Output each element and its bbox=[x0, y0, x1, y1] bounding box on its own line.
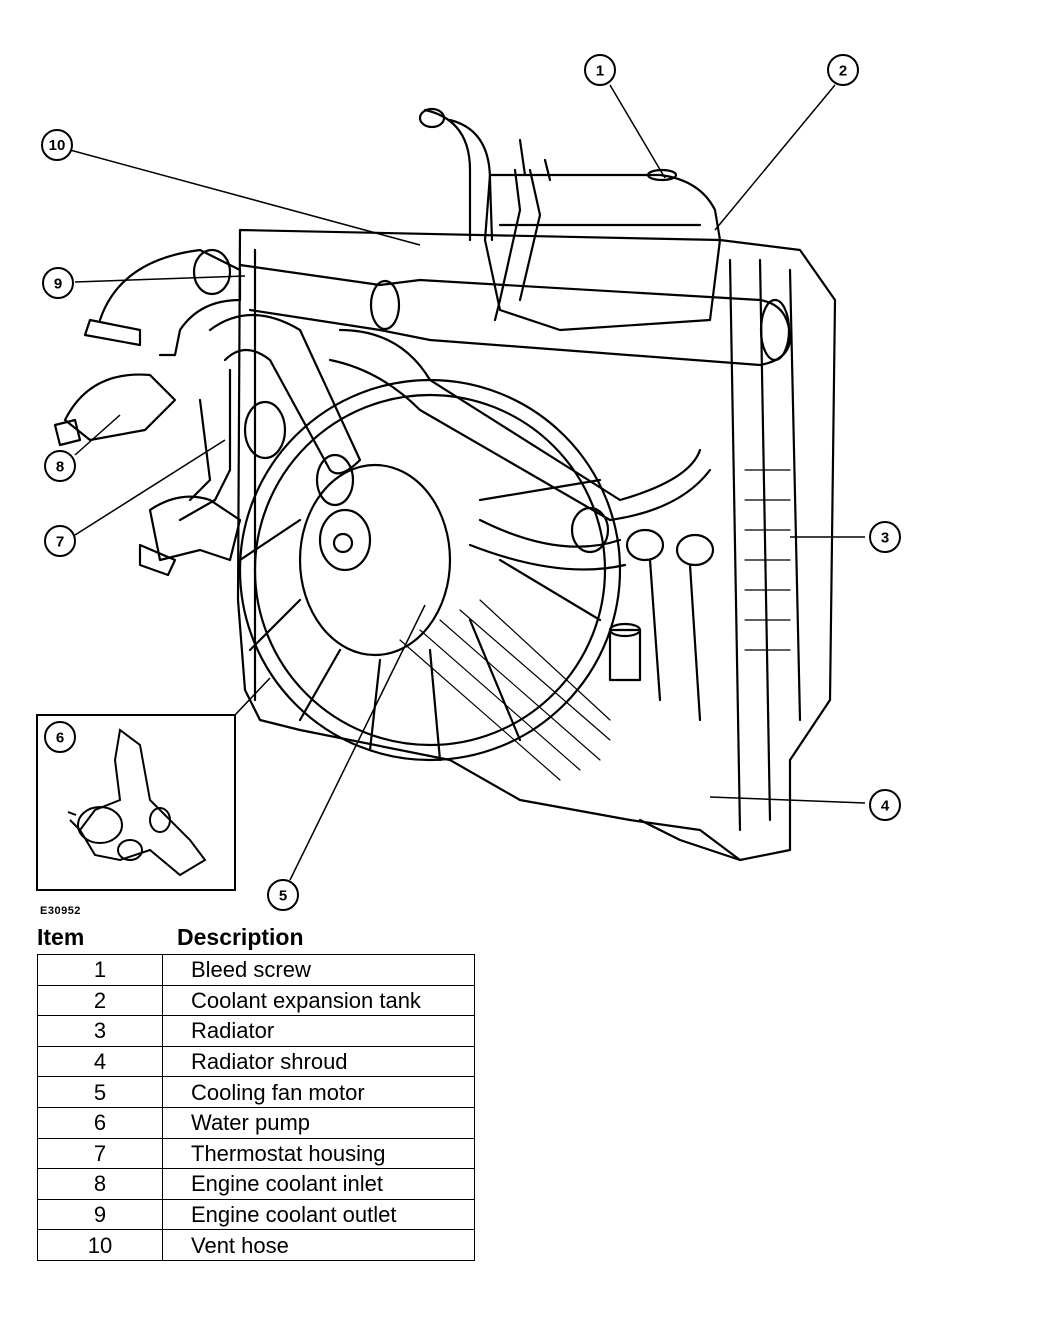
item-description: Engine coolant inlet bbox=[162, 1168, 475, 1200]
table-row: 10 Vent hose bbox=[37, 1229, 475, 1261]
item-number: 2 bbox=[37, 984, 163, 1017]
table-row: 6 Water pump bbox=[37, 1106, 475, 1139]
radiator-shroud-drawing bbox=[236, 228, 837, 862]
item-number: 8 bbox=[37, 1168, 163, 1200]
table-row: 2 Coolant expansion tank bbox=[37, 984, 475, 1017]
table-row: 8 Engine coolant inlet bbox=[37, 1168, 475, 1200]
legend-table: 1 Bleed screw 2 Coolant expansion tank 3… bbox=[37, 954, 475, 1261]
item-number: 9 bbox=[37, 1198, 163, 1231]
item-description: Radiator shroud bbox=[162, 1045, 475, 1078]
item-description: Vent hose bbox=[162, 1229, 475, 1261]
svg-text:2: 2 bbox=[839, 63, 847, 80]
thermostat-housing-drawing bbox=[138, 314, 362, 577]
table-row: 5 Cooling fan motor bbox=[37, 1076, 475, 1108]
item-number: 4 bbox=[37, 1045, 163, 1078]
item-number: 6 bbox=[37, 1106, 163, 1139]
item-description: Cooling fan motor bbox=[162, 1076, 475, 1108]
upper-hose-drawing bbox=[238, 263, 792, 367]
expansion-tank-drawing bbox=[483, 138, 722, 332]
table-row: 4 Radiator shroud bbox=[37, 1045, 475, 1078]
svg-text:1: 1 bbox=[596, 63, 604, 80]
callout-9: 9 bbox=[42, 267, 74, 299]
table-row: 7 Thermostat housing bbox=[37, 1137, 475, 1170]
svg-text:8: 8 bbox=[56, 459, 64, 476]
table-row: 3 Radiator bbox=[37, 1015, 475, 1047]
callout-5: 5 bbox=[267, 879, 299, 911]
svg-text:10: 10 bbox=[49, 137, 66, 154]
svg-text:3: 3 bbox=[881, 530, 889, 547]
item-description: Engine coolant outlet bbox=[162, 1198, 475, 1231]
right-fittings-drawing bbox=[608, 528, 715, 722]
svg-text:9: 9 bbox=[54, 276, 62, 293]
item-number: 10 bbox=[37, 1229, 163, 1261]
callout-4: 4 bbox=[869, 789, 901, 821]
cooling-fan-drawing bbox=[238, 378, 622, 762]
water-pump-inset bbox=[36, 714, 236, 891]
item-description: Water pump bbox=[162, 1106, 475, 1139]
radiator-core-drawing bbox=[399, 469, 791, 781]
item-number: 1 bbox=[37, 954, 163, 986]
item-number: 5 bbox=[37, 1076, 163, 1108]
callout-10: 10 bbox=[41, 129, 73, 161]
lower-hose-drawing bbox=[328, 328, 712, 571]
coolant-outlet-drawing bbox=[83, 248, 242, 357]
figure-id: E30952 bbox=[40, 905, 81, 917]
callout-8: 8 bbox=[44, 450, 76, 482]
callout-1: 1 bbox=[584, 54, 616, 86]
table-row: 1 Bleed screw bbox=[37, 954, 475, 986]
svg-text:7: 7 bbox=[56, 534, 64, 551]
cooling-system-diagram: 1 2 3 4 5 6 7 8 9 10 bbox=[36, 54, 901, 911]
item-description: Coolant expansion tank bbox=[162, 984, 475, 1017]
item-number: 3 bbox=[37, 1015, 163, 1047]
callout-3: 3 bbox=[869, 521, 901, 553]
svg-text:4: 4 bbox=[881, 798, 890, 815]
legend-header-item: Item bbox=[37, 924, 85, 950]
item-number: 7 bbox=[37, 1137, 163, 1170]
callout-2: 2 bbox=[827, 54, 859, 86]
svg-text:6: 6 bbox=[56, 730, 64, 747]
table-row: 9 Engine coolant outlet bbox=[37, 1198, 475, 1231]
callout-7: 7 bbox=[44, 525, 76, 557]
vent-hose-drawing bbox=[418, 107, 542, 322]
item-description: Radiator bbox=[162, 1015, 475, 1047]
callout-6: 6 bbox=[44, 721, 76, 753]
coolant-inlet-drawing bbox=[53, 373, 177, 447]
item-description: Bleed screw bbox=[162, 954, 475, 986]
legend-header-description: Description bbox=[177, 924, 304, 950]
item-description: Thermostat housing bbox=[162, 1137, 475, 1170]
svg-text:5: 5 bbox=[279, 888, 287, 905]
